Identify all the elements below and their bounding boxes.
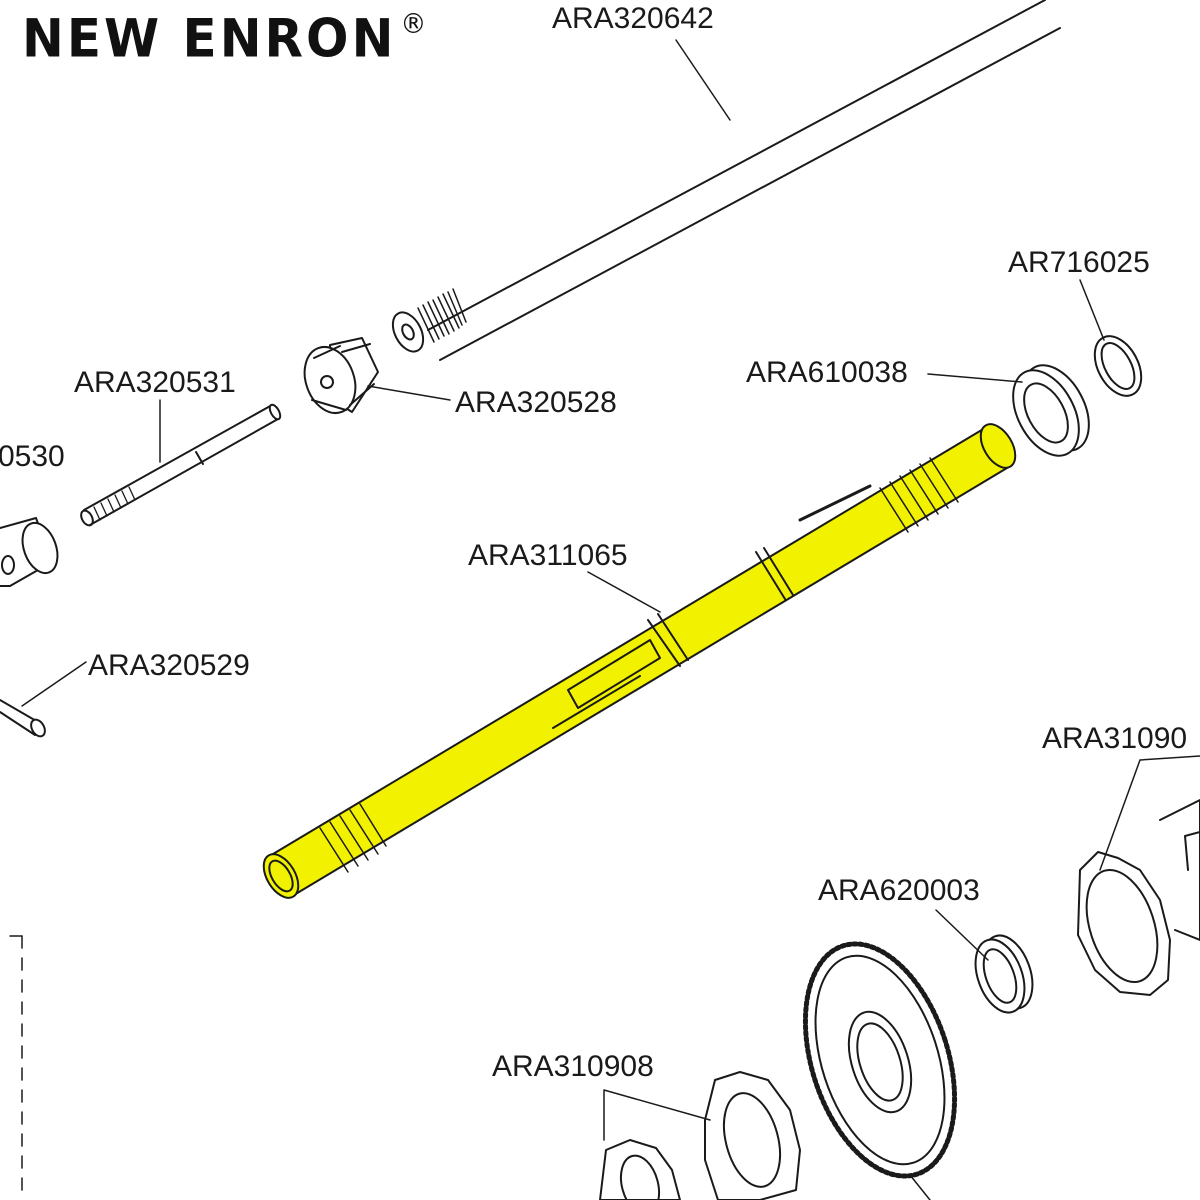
collet-nut-part[interactable] xyxy=(296,337,379,420)
label-ara320528: ARA320528 xyxy=(455,386,617,419)
slipper-plate-part[interactable] xyxy=(1074,799,1200,996)
threaded-pin-part[interactable] xyxy=(79,403,283,527)
bushing-part[interactable] xyxy=(966,929,1041,1019)
label-ara620003: ARA620003 xyxy=(818,874,980,907)
registered-mark: ® xyxy=(400,9,430,41)
brand-name: NEW ENRON xyxy=(22,8,397,69)
brand-logo: NEW ENRON® xyxy=(22,8,429,69)
spacer-part[interactable] xyxy=(0,517,64,587)
label-ara31090: ARA31090 xyxy=(1042,722,1187,755)
shim-washer-part[interactable] xyxy=(1085,328,1150,403)
bearing-part[interactable] xyxy=(1000,354,1103,467)
cross-pin-part[interactable] xyxy=(0,699,48,739)
main-shaft-part[interactable] xyxy=(257,418,1023,904)
label-ara320531: ARA320531 xyxy=(74,366,236,399)
slipper-pad-part[interactable] xyxy=(599,1071,801,1200)
long-rod-part[interactable] xyxy=(387,0,1061,361)
label-ara320529: ARA320529 xyxy=(88,649,250,682)
label-ara310908: ARA310908 xyxy=(492,1050,654,1083)
label-ar716025: AR716025 xyxy=(1008,246,1150,279)
spur-gear-part[interactable] xyxy=(778,925,982,1195)
label-ara610038: ARA610038 xyxy=(746,356,908,389)
label-ara320642: ARA320642 xyxy=(552,2,714,35)
label-0530: 0530 xyxy=(0,440,65,473)
label-ara311065: ARA311065 xyxy=(468,539,628,572)
